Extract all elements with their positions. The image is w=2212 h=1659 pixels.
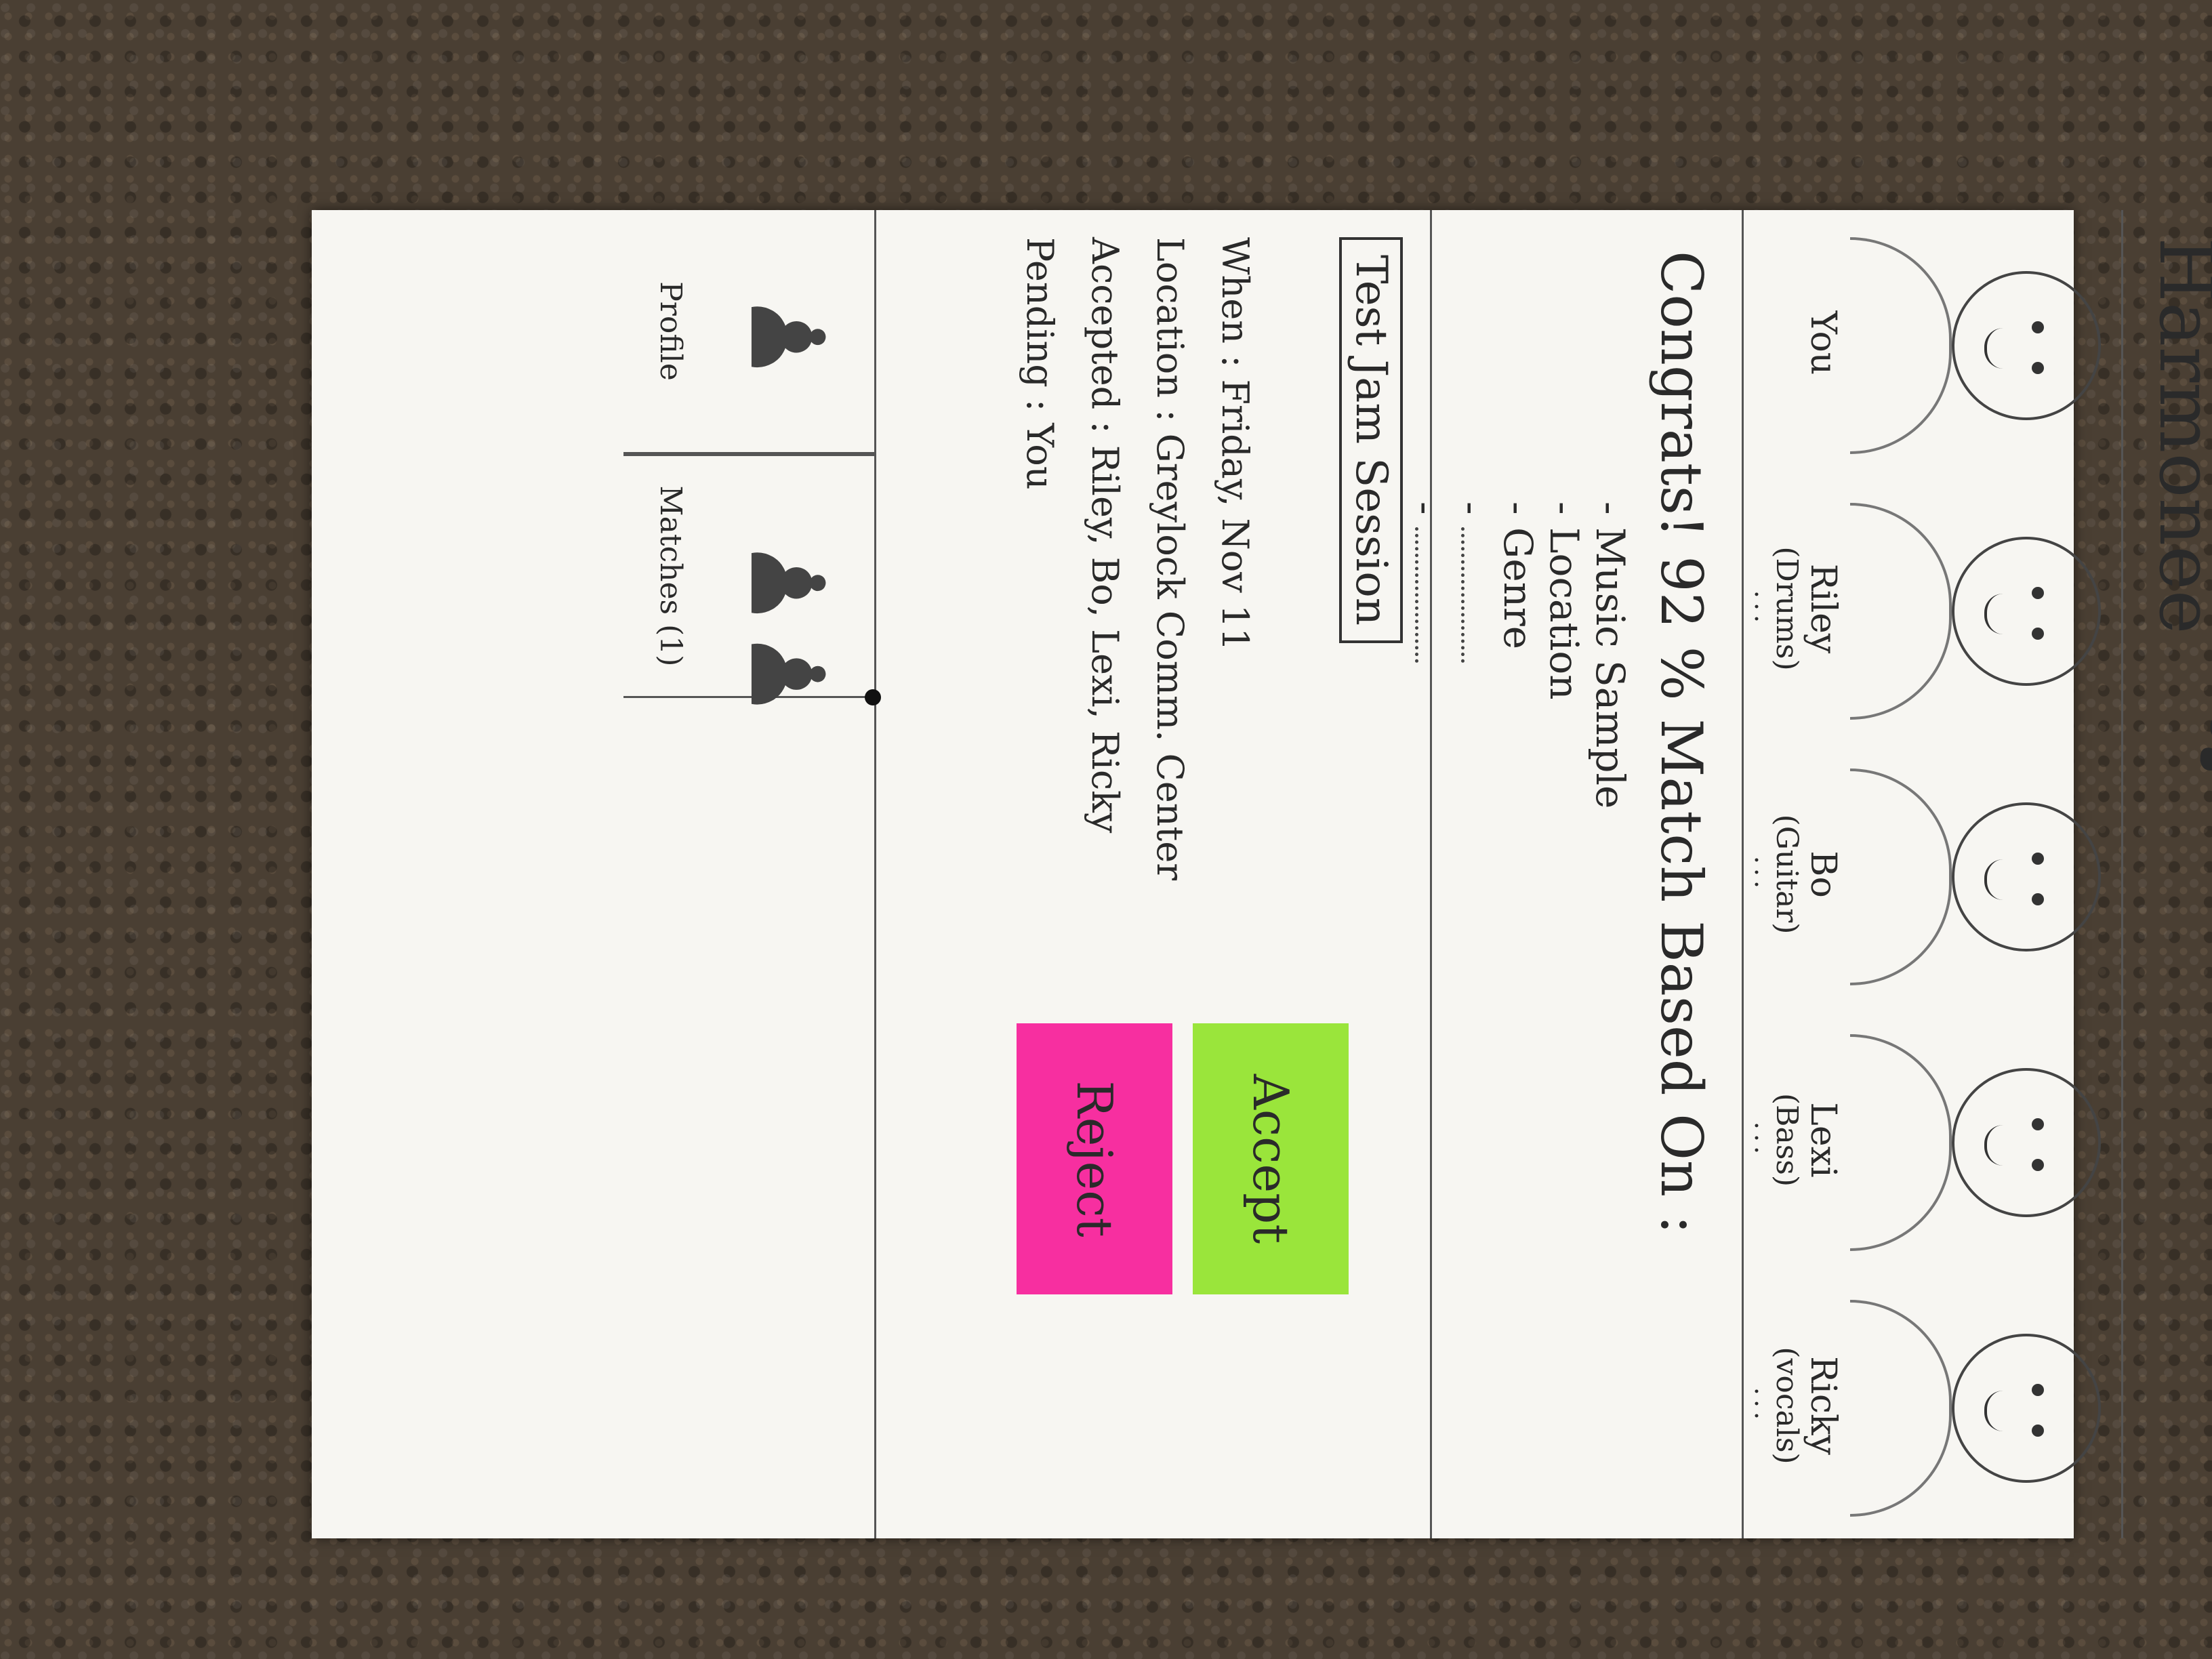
nav-profile[interactable]: ♟ Profile: [623, 210, 874, 454]
nav-profile-label: Profile: [653, 281, 688, 381]
member-lexi[interactable]: Lexi (Bass) ...: [1748, 1007, 2108, 1273]
member-name: Riley: [1803, 563, 1843, 654]
member-name: You: [1803, 310, 1843, 375]
app-screen: Harmonee ♫ You Riley (Drums) ... Bo: [623, 210, 2212, 1538]
session-title: Test Jam Session: [1339, 237, 1403, 643]
criteria-item: - Location: [1541, 501, 1587, 700]
member-bo[interactable]: Bo (Guitar) ...: [1748, 741, 2108, 1007]
paper-sketch: Harmonee ♫ You Riley (Drums) ... Bo: [312, 210, 2212, 1538]
person-icon: ♟: [727, 291, 845, 383]
avatar-body: [1850, 237, 1952, 454]
avatar: [1952, 1334, 2101, 1483]
avatar-body: [1850, 769, 1952, 985]
avatar: [1952, 802, 2101, 951]
group-icon: ♟♟: [727, 537, 845, 720]
session-location: Location : Greylock Comm. Center: [1149, 237, 1191, 881]
member-you[interactable]: You: [1748, 210, 2108, 476]
avatar: [1952, 537, 2101, 686]
match-summary: Congrats! 92 % Match Based On : - Music …: [1403, 210, 1735, 1538]
criteria-item: - Music Sample: [1587, 501, 1633, 809]
band-members: You Riley (Drums) ... Bo (Guitar) ...: [1742, 210, 2121, 1538]
criteria-item-placeholder: -: [1449, 501, 1495, 808]
session-when: When : Friday, Nov 11: [1214, 237, 1256, 651]
more-dots[interactable]: ...: [1749, 1121, 1779, 1159]
avatar: [1952, 271, 2101, 420]
session-accepted: Accepted : Riley, Bo, Lexi, Ricky: [1084, 237, 1126, 834]
app-header: Harmonee ♫: [2121, 210, 2212, 1538]
session-pending: Pending : You: [1019, 237, 1061, 490]
nav-matches[interactable]: ♟♟ Matches (1): [623, 454, 881, 720]
avatar: [1952, 1068, 2101, 1217]
accept-button[interactable]: Accept: [1193, 1023, 1349, 1294]
more-dots[interactable]: ...: [1749, 855, 1779, 893]
jam-session-card: Test Jam Session When : Friday, Nov 11 L…: [874, 210, 1430, 1538]
avatar-body: [1850, 503, 1952, 720]
app-title: Harmonee: [2143, 237, 2212, 634]
bottom-nav: ♟ Profile ♟♟ Matches (1): [623, 210, 881, 1538]
match-criteria-list: - Music Sample - Location - Genre - -: [1403, 501, 1633, 808]
member-name: Bo: [1803, 851, 1843, 898]
member-name: Lexi: [1803, 1102, 1843, 1178]
avatar-body: [1850, 1300, 1952, 1517]
nav-matches-label: Matches (1): [653, 485, 688, 667]
match-headline: Congrats! 92 % Match Based On :: [1648, 251, 1715, 1235]
music-notes-icon: ♫: [2186, 698, 2212, 789]
member-riley[interactable]: Riley (Drums) ...: [1748, 476, 2108, 741]
criteria-item: - Genre: [1495, 501, 1541, 650]
member-ricky[interactable]: Ricky (vocals) ...: [1748, 1273, 2108, 1538]
session-details: When : Friday, Nov 11 Location : Greyloc…: [1007, 237, 1267, 880]
more-dots[interactable]: ...: [1749, 1387, 1779, 1425]
more-dots[interactable]: ...: [1749, 590, 1779, 628]
avatar-body: [1850, 1034, 1952, 1251]
member-name: Ricky: [1803, 1356, 1843, 1455]
reject-button[interactable]: Reject: [1017, 1023, 1172, 1294]
notification-dot: [865, 689, 881, 705]
